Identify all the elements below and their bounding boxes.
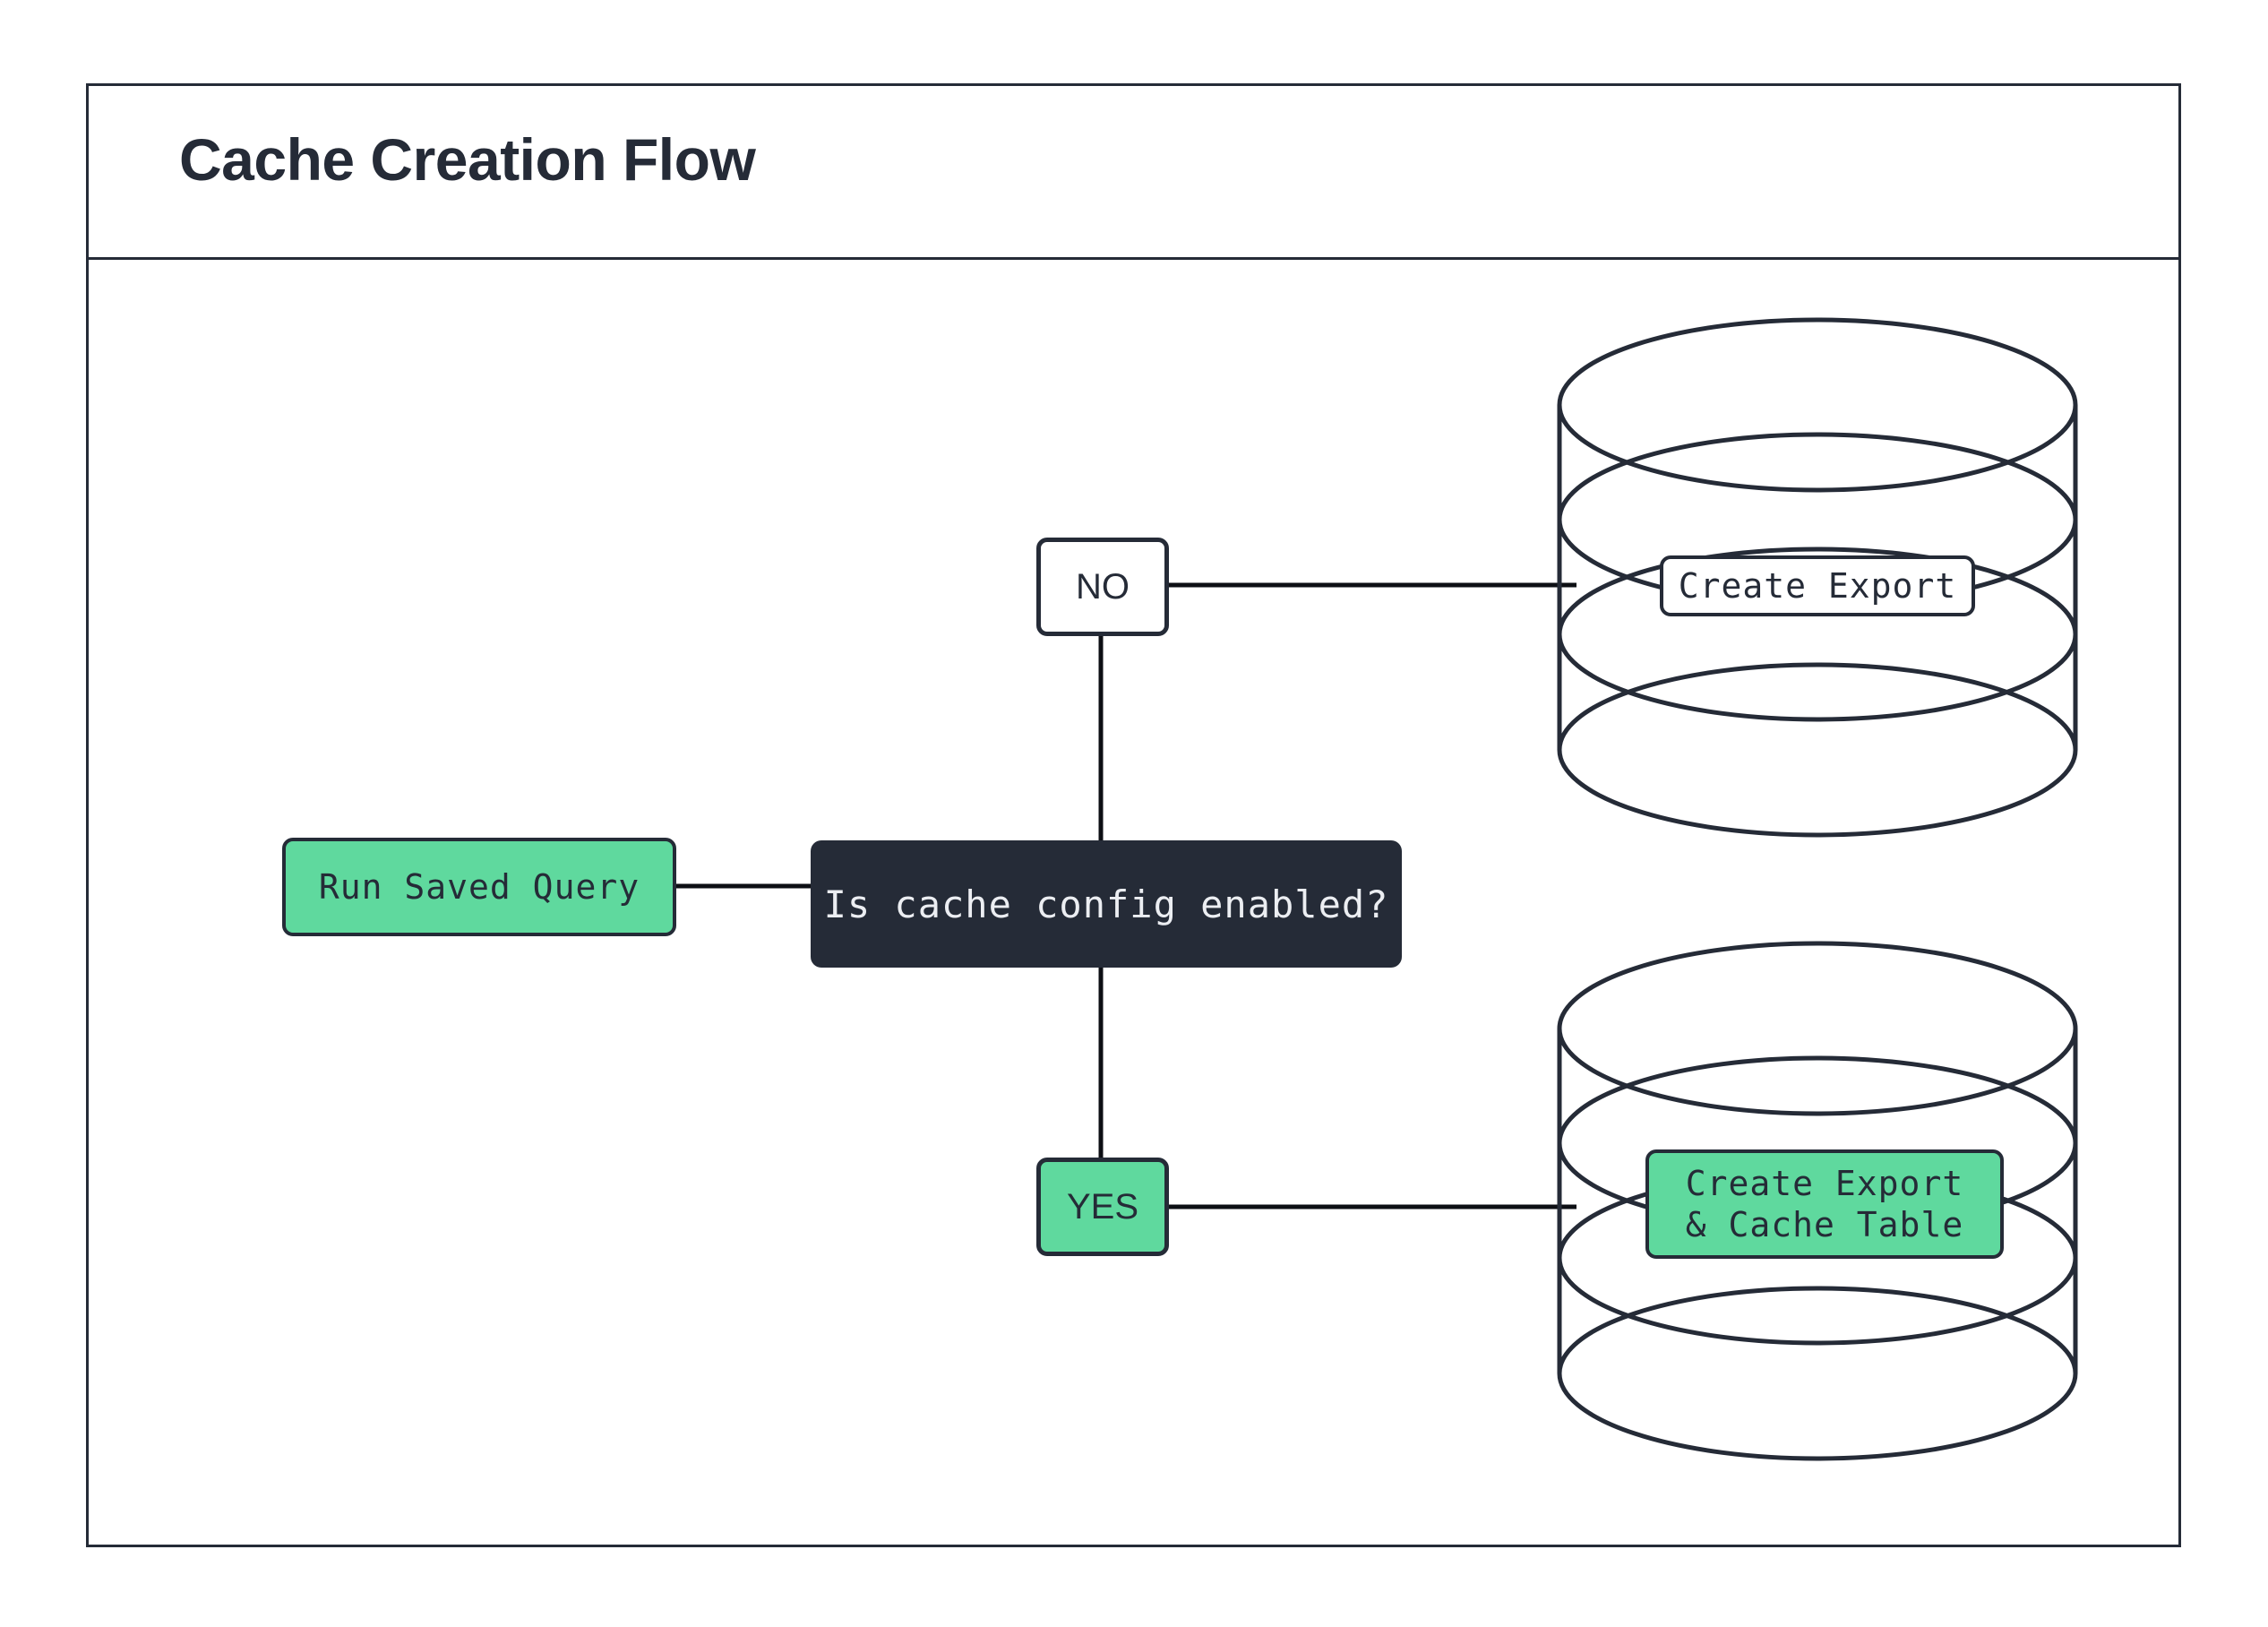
node-create-export-and-cache-table-line1: Create Export (1685, 1163, 1964, 1203)
node-decision-cache-config[interactable]: Is cache config enabled? (811, 840, 1402, 968)
node-decision-label: Is cache config enabled? (823, 882, 1389, 926)
node-create-export-and-cache-table-line2: & Cache Table (1685, 1205, 1964, 1244)
branch-label-yes-text: YES (1066, 1186, 1139, 1227)
node-create-export-and-cache-table[interactable]: Create Export & Cache Table (1645, 1149, 2004, 1259)
node-run-saved-query[interactable]: Run Saved Query (282, 838, 676, 936)
branch-label-no-text: NO (1076, 566, 1130, 607)
branch-label-no[interactable]: NO (1036, 538, 1169, 636)
node-run-saved-query-label: Run Saved Query (318, 867, 640, 907)
node-create-export[interactable]: Create Export (1660, 555, 1975, 616)
diagram-frame (86, 83, 2181, 1547)
diagram-header (86, 83, 2181, 260)
page-title: Cache Creation Flow (179, 126, 756, 193)
node-create-export-label: Create Export (1678, 565, 1957, 606)
branch-label-yes[interactable]: YES (1036, 1158, 1169, 1256)
